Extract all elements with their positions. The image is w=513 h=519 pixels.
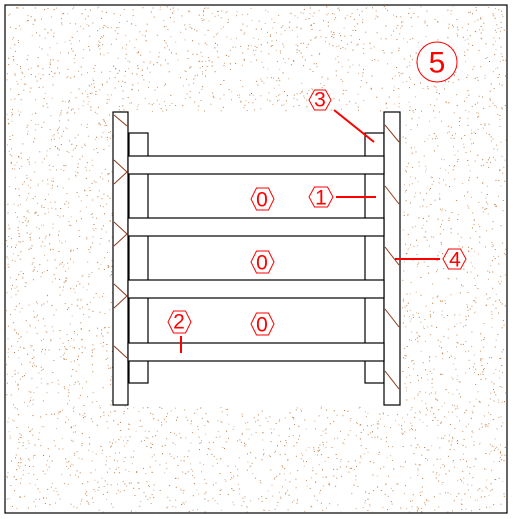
callout-3-label: 3 [314,89,326,112]
rail-2 [127,217,385,237]
rail-3 [127,279,385,299]
callout-3: 3 [308,89,332,112]
soil-texture [6,6,507,513]
callout-4-label: 4 [449,249,461,272]
callout-2: 2 [167,310,192,334]
callout-0-top-label: 0 [256,189,268,212]
callout-0-middle: 0 [250,250,275,275]
callout-2-label: 2 [173,311,185,334]
left-inner-post [128,132,149,384]
callout-1: 1 [308,186,334,210]
callout-1-label: 1 [315,187,327,210]
callout-5-label: 5 [429,47,446,80]
left-outer-post [112,111,129,406]
rail-4 [127,342,385,362]
rail-1 [127,155,385,175]
callout-0-bottom-label: 0 [256,314,268,337]
right-post-hatching [384,124,400,390]
leader-3 [333,109,375,143]
callout-0-middle-label: 0 [256,252,268,275]
left-post-hatching [113,114,128,359]
callout-5: 5 [416,41,458,83]
callout-0-top: 0 [250,187,275,212]
callout-0-bottom: 0 [250,312,275,337]
callout-4: 4 [442,248,467,272]
